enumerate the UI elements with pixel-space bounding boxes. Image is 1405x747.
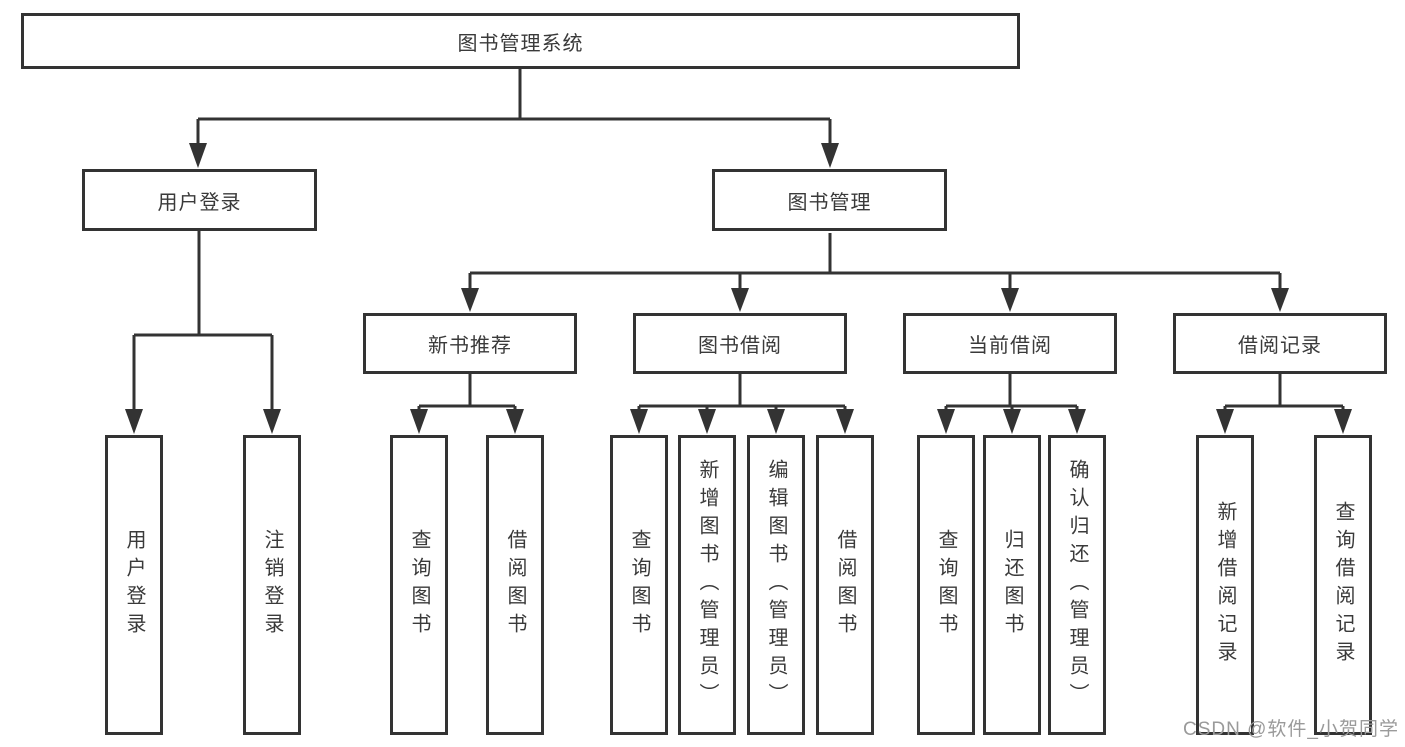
csdn-watermark: CSDN @软件_小贺同学 bbox=[1183, 719, 1399, 740]
node-book-borrow-label: 图书借阅 bbox=[698, 335, 782, 357]
node-borrow-record: 借阅记录 bbox=[1173, 313, 1387, 374]
leaf-recommend-borrow-book-label: 借阅图书 bbox=[504, 529, 526, 641]
leaf-return-book: 归还图书 bbox=[983, 435, 1041, 735]
leaf-borrow-book-label: 借阅图书 bbox=[834, 529, 856, 641]
node-user-login: 用户登录 bbox=[82, 169, 317, 231]
node-root: 图书管理系统 bbox=[21, 13, 1020, 69]
leaf-return-book-label: 归还图书 bbox=[1001, 529, 1023, 641]
node-current-borrow-label: 当前借阅 bbox=[968, 335, 1052, 357]
node-book-borrow: 图书借阅 bbox=[633, 313, 847, 374]
node-new-book-recommend: 新书推荐 bbox=[363, 313, 577, 374]
leaf-recommend-borrow-book: 借阅图书 bbox=[486, 435, 544, 735]
leaf-add-borrow-record: 新增借阅记录 bbox=[1196, 435, 1254, 735]
leaf-add-book-admin: 新增图书（管理员） bbox=[678, 435, 736, 735]
leaf-logout: 注销登录 bbox=[243, 435, 301, 735]
node-book-management-label: 图书管理 bbox=[787, 191, 872, 214]
node-user-login-label: 用户登录 bbox=[157, 191, 242, 214]
leaf-confirm-return-admin: 确认归还（管理员） bbox=[1048, 435, 1106, 735]
node-book-management: 图书管理 bbox=[712, 169, 947, 231]
arrowheads bbox=[125, 143, 1352, 434]
leaf-borrow-book: 借阅图书 bbox=[816, 435, 874, 735]
leaf-edit-book-admin-label: 编辑图书（管理员） bbox=[765, 459, 787, 711]
leaf-recommend-query-book: 查询图书 bbox=[390, 435, 448, 735]
leaf-user-login: 用户登录 bbox=[105, 435, 163, 735]
leaf-add-book-admin-label: 新增图书（管理员） bbox=[696, 459, 718, 711]
leaf-query-borrow-record: 查询借阅记录 bbox=[1314, 435, 1372, 735]
leaf-borrow-query-book-label: 查询图书 bbox=[628, 529, 650, 641]
leaf-edit-book-admin: 编辑图书（管理员） bbox=[747, 435, 805, 735]
leaf-query-borrow-record-label: 查询借阅记录 bbox=[1332, 501, 1354, 669]
leaf-borrow-query-book: 查询图书 bbox=[610, 435, 668, 735]
leaf-current-query-book-label: 查询图书 bbox=[935, 529, 957, 641]
node-new-book-recommend-label: 新书推荐 bbox=[428, 335, 512, 357]
leaf-add-borrow-record-label: 新增借阅记录 bbox=[1214, 501, 1236, 669]
node-root-label: 图书管理系统 bbox=[457, 32, 584, 55]
leaf-current-query-book: 查询图书 bbox=[917, 435, 975, 735]
leaf-user-login-label: 用户登录 bbox=[123, 529, 145, 641]
node-borrow-record-label: 借阅记录 bbox=[1238, 335, 1322, 357]
leaf-recommend-query-book-label: 查询图书 bbox=[408, 529, 430, 641]
leaf-logout-label: 注销登录 bbox=[261, 529, 283, 641]
node-current-borrow: 当前借阅 bbox=[903, 313, 1117, 374]
leaf-confirm-return-admin-label: 确认归还（管理员） bbox=[1066, 459, 1088, 711]
